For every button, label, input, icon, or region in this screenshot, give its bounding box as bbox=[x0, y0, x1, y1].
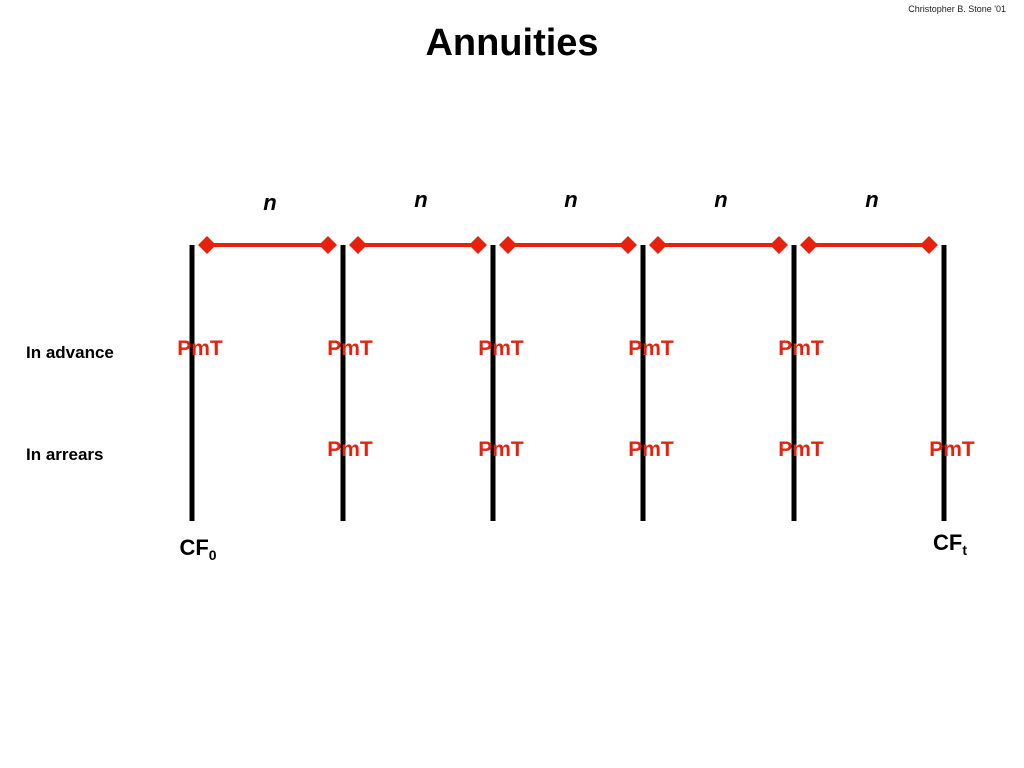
segment-start-diamond-3 bbox=[499, 236, 517, 254]
period-label-1: n bbox=[263, 190, 277, 215]
arrears-payment-5: PmT bbox=[929, 438, 975, 461]
arrears-payment-1: PmT bbox=[327, 438, 373, 461]
cashflow-start-label: CF0 bbox=[179, 535, 217, 563]
segment-end-diamond-3 bbox=[619, 236, 637, 254]
advance-payment-1: PmT bbox=[327, 337, 373, 360]
cashflow-end-label: CFt bbox=[933, 530, 967, 558]
segment-start-diamond-1 bbox=[198, 236, 216, 254]
advance-payment-4: PmT bbox=[778, 337, 824, 360]
advance-payment-0: PmT bbox=[177, 337, 223, 360]
arrears-payment-4: PmT bbox=[778, 438, 824, 461]
period-label-4: n bbox=[714, 187, 728, 212]
segment-start-diamond-2 bbox=[349, 236, 367, 254]
arrears-payment-2: PmT bbox=[478, 438, 524, 461]
segment-end-diamond-5 bbox=[920, 236, 938, 254]
advance-payment-2: PmT bbox=[478, 337, 524, 360]
row-label-in-advance: In advance bbox=[26, 343, 114, 362]
advance-payment-3: PmT bbox=[628, 337, 674, 360]
period-label-2: n bbox=[414, 187, 428, 212]
slide-title: Annuities bbox=[425, 22, 599, 64]
arrears-payment-3: PmT bbox=[628, 438, 674, 461]
segment-start-diamond-5 bbox=[800, 236, 818, 254]
period-label-3: n bbox=[564, 187, 578, 212]
segment-start-diamond-4 bbox=[649, 236, 667, 254]
segment-end-diamond-1 bbox=[319, 236, 337, 254]
segment-end-diamond-4 bbox=[770, 236, 788, 254]
row-label-in-arrears: In arrears bbox=[26, 445, 104, 464]
segment-end-diamond-2 bbox=[469, 236, 487, 254]
copyright-notice: Christopher B. Stone '01 bbox=[908, 4, 1006, 14]
period-label-5: n bbox=[865, 187, 879, 212]
